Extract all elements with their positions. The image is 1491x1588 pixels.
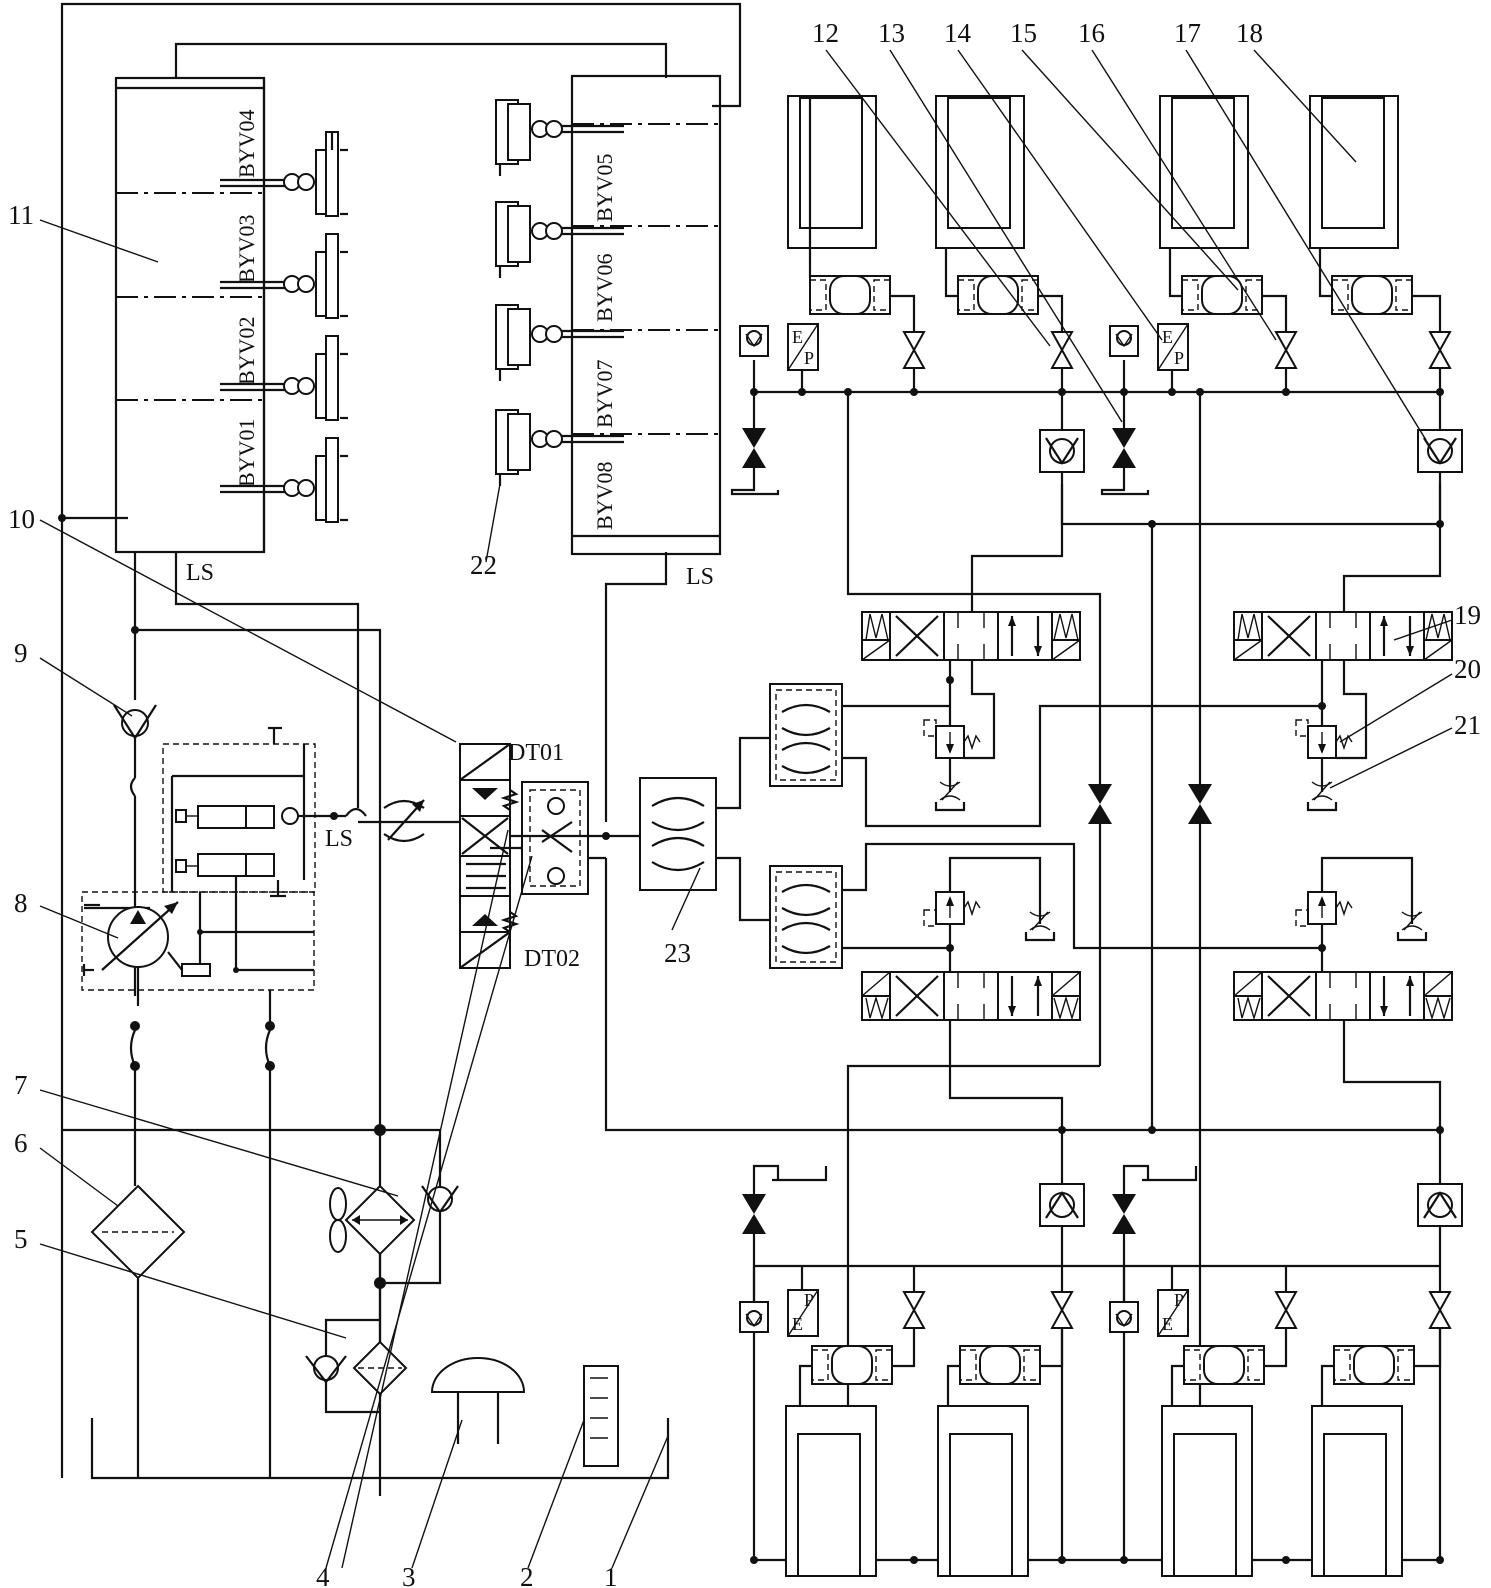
directional-valve-upper-right xyxy=(1233,611,1453,661)
upper-check-valves xyxy=(1039,429,1463,473)
byv08-label: BYV08 xyxy=(592,462,617,530)
callout-14: 14 xyxy=(944,18,972,48)
byv07-actuator xyxy=(495,304,624,381)
filter-6 xyxy=(90,1184,186,1478)
flow-divider-upper xyxy=(769,683,1320,828)
callout-10: 10 xyxy=(8,504,35,534)
pressure-valve-lower-right xyxy=(1295,856,1428,972)
callout-21: 21 xyxy=(1454,710,1481,740)
brake-caliper-lower-1 xyxy=(785,1328,916,1577)
byv03-label: BYV03 xyxy=(234,215,259,283)
byv03-actuator xyxy=(220,233,348,319)
pump-8 xyxy=(82,901,211,1006)
pressure-valve-upper-left xyxy=(923,660,996,812)
byv05-label: BYV05 xyxy=(592,154,617,222)
throttle-valve xyxy=(358,799,460,843)
lower-needle-valves xyxy=(902,1266,1452,1329)
transducer-e-1: E xyxy=(792,327,803,347)
directional-valve-lower-right xyxy=(1233,971,1453,1021)
callout-2: 2 xyxy=(520,1562,534,1588)
upper-gauges xyxy=(739,323,1189,392)
dt02-label: DT02 xyxy=(524,946,580,972)
byv01-label: BYV01 xyxy=(234,419,259,487)
transducer-e-2: E xyxy=(1162,327,1173,347)
brake-caliper-lower-2 xyxy=(937,1328,1064,1577)
byv05-actuator xyxy=(495,99,624,176)
transducer-p-4: P xyxy=(1174,1290,1184,1310)
callout-13: 13 xyxy=(878,18,905,48)
actuators-left xyxy=(220,131,348,523)
brake-caliper-upper-3 xyxy=(1159,95,1288,332)
dt01-label: DT01 xyxy=(508,740,564,766)
byv01-actuator xyxy=(220,437,348,523)
upper-drain-valves xyxy=(730,360,1150,496)
flow-divider-lower xyxy=(769,842,1320,969)
leader-lines xyxy=(39,49,1453,1569)
callout-6: 6 xyxy=(14,1128,28,1158)
lower-gauges xyxy=(739,1264,1440,1337)
brake-caliper-lower-4 xyxy=(1311,1328,1442,1577)
callout-15: 15 xyxy=(1010,18,1037,48)
solenoid-valve-dt01 xyxy=(459,743,520,969)
callout-9: 9 xyxy=(14,638,28,668)
ls-label-right: LS xyxy=(686,564,714,590)
directional-valve-upper-left xyxy=(861,611,1081,661)
suction-line xyxy=(129,990,275,1478)
callout-4: 4 xyxy=(316,1562,330,1588)
callout-3: 3 xyxy=(402,1562,416,1588)
brake-units-lower xyxy=(785,1328,1442,1577)
ls-label-pump: LS xyxy=(325,826,353,852)
callout-23: 23 xyxy=(664,938,691,968)
pressure-valve-lower-left xyxy=(923,856,1056,972)
cooler-7 xyxy=(329,1184,416,1256)
byv02-label: BYV02 xyxy=(234,317,259,385)
filter-5 xyxy=(305,1254,408,1414)
byv06-actuator xyxy=(495,201,624,278)
callout-1: 1 xyxy=(604,1562,618,1588)
brake-units-upper xyxy=(787,95,1442,332)
byv02-actuator xyxy=(220,335,348,421)
directional-valve-lower-left xyxy=(861,971,1081,1021)
callout-19: 19 xyxy=(1454,600,1481,630)
brake-caliper-upper-4 xyxy=(1309,95,1442,332)
byv04-label: BYV04 xyxy=(234,110,259,178)
breather-3 xyxy=(430,1357,526,1444)
callout-8: 8 xyxy=(14,888,28,918)
callout-18: 18 xyxy=(1236,18,1263,48)
callout-20: 20 xyxy=(1454,654,1481,684)
callout-22: 22 xyxy=(470,550,497,580)
brake-caliper-lower-3 xyxy=(1161,1328,1288,1577)
left-return-line xyxy=(58,2,742,1478)
actuators-right xyxy=(495,99,624,486)
callout-12: 12 xyxy=(812,18,839,48)
upper-brake-lines xyxy=(750,388,1444,1130)
valve-block-right xyxy=(570,74,722,556)
byv07-label: BYV07 xyxy=(592,360,617,428)
pump-control-block-8 xyxy=(81,726,367,991)
ls-label-left: LS xyxy=(186,560,214,586)
upper-needle-valves xyxy=(902,331,1452,392)
transducer-e-4: E xyxy=(1162,1314,1173,1334)
lower-check-valves xyxy=(1039,1183,1463,1227)
transducer-p-1: P xyxy=(804,348,814,368)
byv04-actuator xyxy=(220,131,348,217)
callout-17: 17 xyxy=(1174,18,1201,48)
brake-caliper-upper-2 xyxy=(935,95,1064,332)
valve-block-11 xyxy=(114,42,668,554)
transducer-p-3: P xyxy=(804,1290,814,1310)
callout-16: 16 xyxy=(1078,18,1105,48)
callout-5: 5 xyxy=(14,1224,28,1254)
transducer-e-3: E xyxy=(792,1314,803,1334)
callout-11: 11 xyxy=(8,200,34,230)
brake-caliper-upper-1 xyxy=(787,95,916,332)
byv06-label: BYV06 xyxy=(592,254,617,322)
level-gauge-2 xyxy=(583,1365,619,1467)
callout-7: 7 xyxy=(14,1070,28,1100)
pressure-valve-20 xyxy=(1295,660,1368,812)
priority-valve-dt02 xyxy=(490,781,1440,1132)
flow-divider-23 xyxy=(639,736,770,922)
transducer-p-2: P xyxy=(1174,348,1184,368)
ls-lines xyxy=(131,552,668,1496)
